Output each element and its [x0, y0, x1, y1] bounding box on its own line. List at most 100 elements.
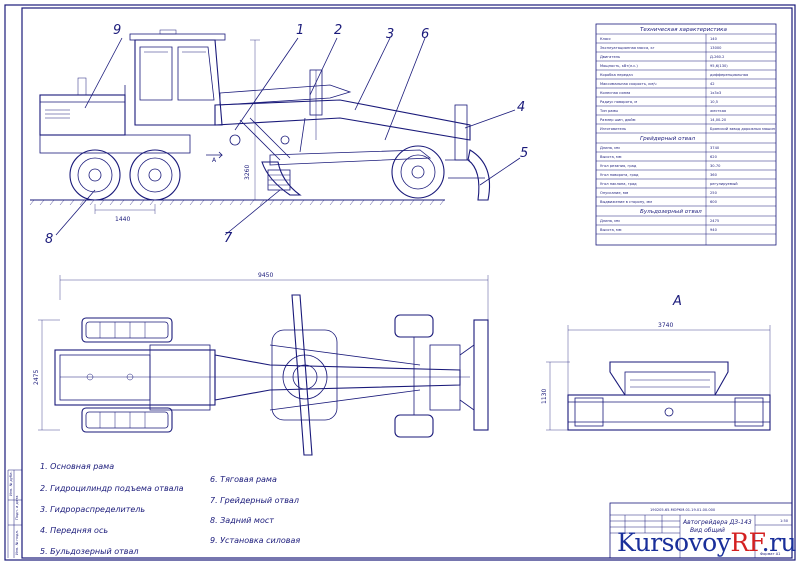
main-frame	[214, 99, 471, 141]
grader-blade-top	[291, 294, 313, 456]
callout-2: 2	[334, 23, 342, 38]
spec-row-label: Радиус поворота, м	[600, 100, 637, 104]
engine-body-top	[54, 349, 216, 406]
dozer-row-value: 940	[710, 228, 718, 232]
title-block: 190205.65.МОРКМ.01.19.01.00.000 Автогрей…	[609, 502, 793, 559]
scale-value: 1:50	[780, 519, 789, 523]
callout-5: 5	[520, 146, 528, 161]
spec-row-value: 42	[710, 82, 715, 86]
legend-item-3: 3. Гидрораспределитель	[40, 505, 145, 514]
side-stamp: Инв. № дубл. Подп. и дата Инв. № подл.	[7, 469, 22, 558]
callout-1: 1	[296, 23, 304, 38]
dozer-section-title: Бульдозерный отвал	[640, 209, 702, 215]
spec-row-label: Коробка передач	[600, 73, 633, 77]
spec-row-label: Класс	[600, 37, 611, 41]
title-line-1: Автогрейдера ДЗ-143	[682, 519, 752, 526]
top-view: 9450 2475	[33, 272, 489, 456]
spec-row-label: Тип рамы	[599, 109, 618, 113]
rear-wheels-top-left	[81, 317, 173, 343]
legend-item-8: 8. Задний мост	[210, 516, 274, 525]
callout-7: 7	[224, 231, 233, 246]
callout-9: 9	[113, 23, 121, 38]
spec-row-label: Изготовитель	[600, 127, 626, 131]
stamp-text-3: Инв. № подл.	[15, 530, 19, 555]
sheet-border	[4, 4, 796, 561]
watermark-suffix: .ru	[761, 528, 797, 557]
legend: 1. Основная рама 2. Гидроцилиндр подъема…	[40, 462, 300, 556]
front-frame-a	[609, 361, 729, 396]
legend-item-9: 9. Установка силовая	[210, 536, 300, 545]
grader-row-value: 30-70	[710, 164, 721, 168]
draft-frame	[269, 149, 432, 166]
spec-row-value: 13000	[710, 46, 722, 50]
legend-item-4: 4. Передняя ось	[40, 526, 108, 535]
view-a: А 3740 1130	[541, 294, 771, 431]
legend-item-1: 1. Основная рама	[40, 462, 114, 471]
grader-row-value: 3740	[710, 146, 720, 150]
callout-3: 3	[386, 27, 394, 42]
spec-row-label: Мощность, кВт(л.с.)	[600, 64, 638, 68]
grader-row-value: 620	[710, 155, 718, 159]
spec-row-value: 14,00-20	[710, 118, 727, 122]
spec-row-value: 10,5	[710, 100, 718, 104]
grader-row-value: регулируемый	[710, 182, 738, 186]
dim-length: 9450	[258, 272, 273, 279]
spec-row-value: 1х3х3	[710, 91, 721, 95]
side-marker: А	[212, 157, 217, 164]
rear-wheel-2	[129, 149, 181, 201]
grader-row-label: Высота, мм	[600, 155, 622, 159]
ground-hatch	[29, 199, 445, 206]
side-view: 1440 3260 А 1 2 3 6 4 5 9 8 7	[29, 23, 528, 247]
spec-row-value: Брянский завод дорожных машин	[710, 127, 776, 131]
callout-8: 8	[45, 232, 53, 247]
bulldozer-blade-top	[473, 319, 489, 431]
watermark-logo: KursovoyRF.ru	[617, 528, 797, 562]
watermark-accent: RF	[730, 528, 762, 557]
grader-section-title: Грейдерный отвал	[640, 136, 695, 142]
legend-item-2: 2. Гидроцилиндр подъема отвала	[40, 484, 184, 493]
spec-row-value: жесткая	[710, 109, 726, 113]
doc-code: 190205.65.МОРКМ.01.19.01.00.000	[650, 508, 716, 512]
grader-row-value: 600	[710, 200, 718, 204]
dim-view-a-width: 3740	[658, 322, 673, 329]
dozer-row-value: 2475	[710, 219, 719, 223]
grader-row-label: Выдвижение в сторону, мм	[600, 200, 652, 204]
dim-height: 3260	[244, 165, 251, 180]
grader-row-label: Угол резания, град	[600, 164, 637, 168]
legend-item-6: 6. Тяговая рама	[210, 475, 277, 484]
dim-view-a-height: 1130	[541, 389, 548, 404]
dim-width: 2475	[33, 370, 40, 385]
spec-row-label: Эксплуатационная масса, кг	[600, 46, 655, 50]
view-a-label: А	[672, 294, 682, 309]
grader-row-value: 360	[710, 173, 718, 177]
front-wheel-top-left	[394, 314, 434, 338]
title-line-2: Вид общий	[690, 527, 725, 534]
legend-item-5: 5. Бульдозерный отвал	[40, 547, 138, 556]
grader-row-value: 250	[710, 191, 718, 195]
grader-row-label: Опускание, мм	[600, 191, 629, 195]
grader-row-label: Угол поворота, град	[600, 173, 639, 177]
blade-front	[567, 394, 771, 431]
spec-title: Техническая характеристика	[640, 27, 728, 33]
watermark-main: Kursovoy	[617, 528, 731, 557]
main-frame-top	[214, 354, 461, 401]
grader-row-label: Угол наклона, град	[600, 182, 637, 186]
rear-wheels-top-right	[81, 407, 173, 433]
dim-wheelbase: 1440	[115, 216, 130, 223]
spec-row-value: Д-260.2	[710, 55, 724, 59]
dozer-row-label: Высота, мм	[600, 228, 622, 232]
callout-6: 6	[421, 27, 429, 42]
front-wheel	[391, 145, 445, 199]
dozer-row-label: Длина, мм	[600, 219, 620, 223]
engine-hood	[39, 94, 126, 136]
spec-table: Техническая характеристика Класс 140Экспл…	[595, 23, 777, 246]
spec-row-label: Максимальная скорость, км/ч	[600, 82, 656, 86]
grader-row-label: Длина, мм	[600, 146, 620, 150]
inner-frame	[21, 7, 793, 559]
spec-row-value: 140	[710, 37, 718, 41]
spec-row-label: Двигатель	[600, 55, 620, 59]
stamp-text-1: Инв. № дубл.	[9, 471, 13, 496]
stamp-text-2: Подп. и дата	[15, 496, 19, 520]
